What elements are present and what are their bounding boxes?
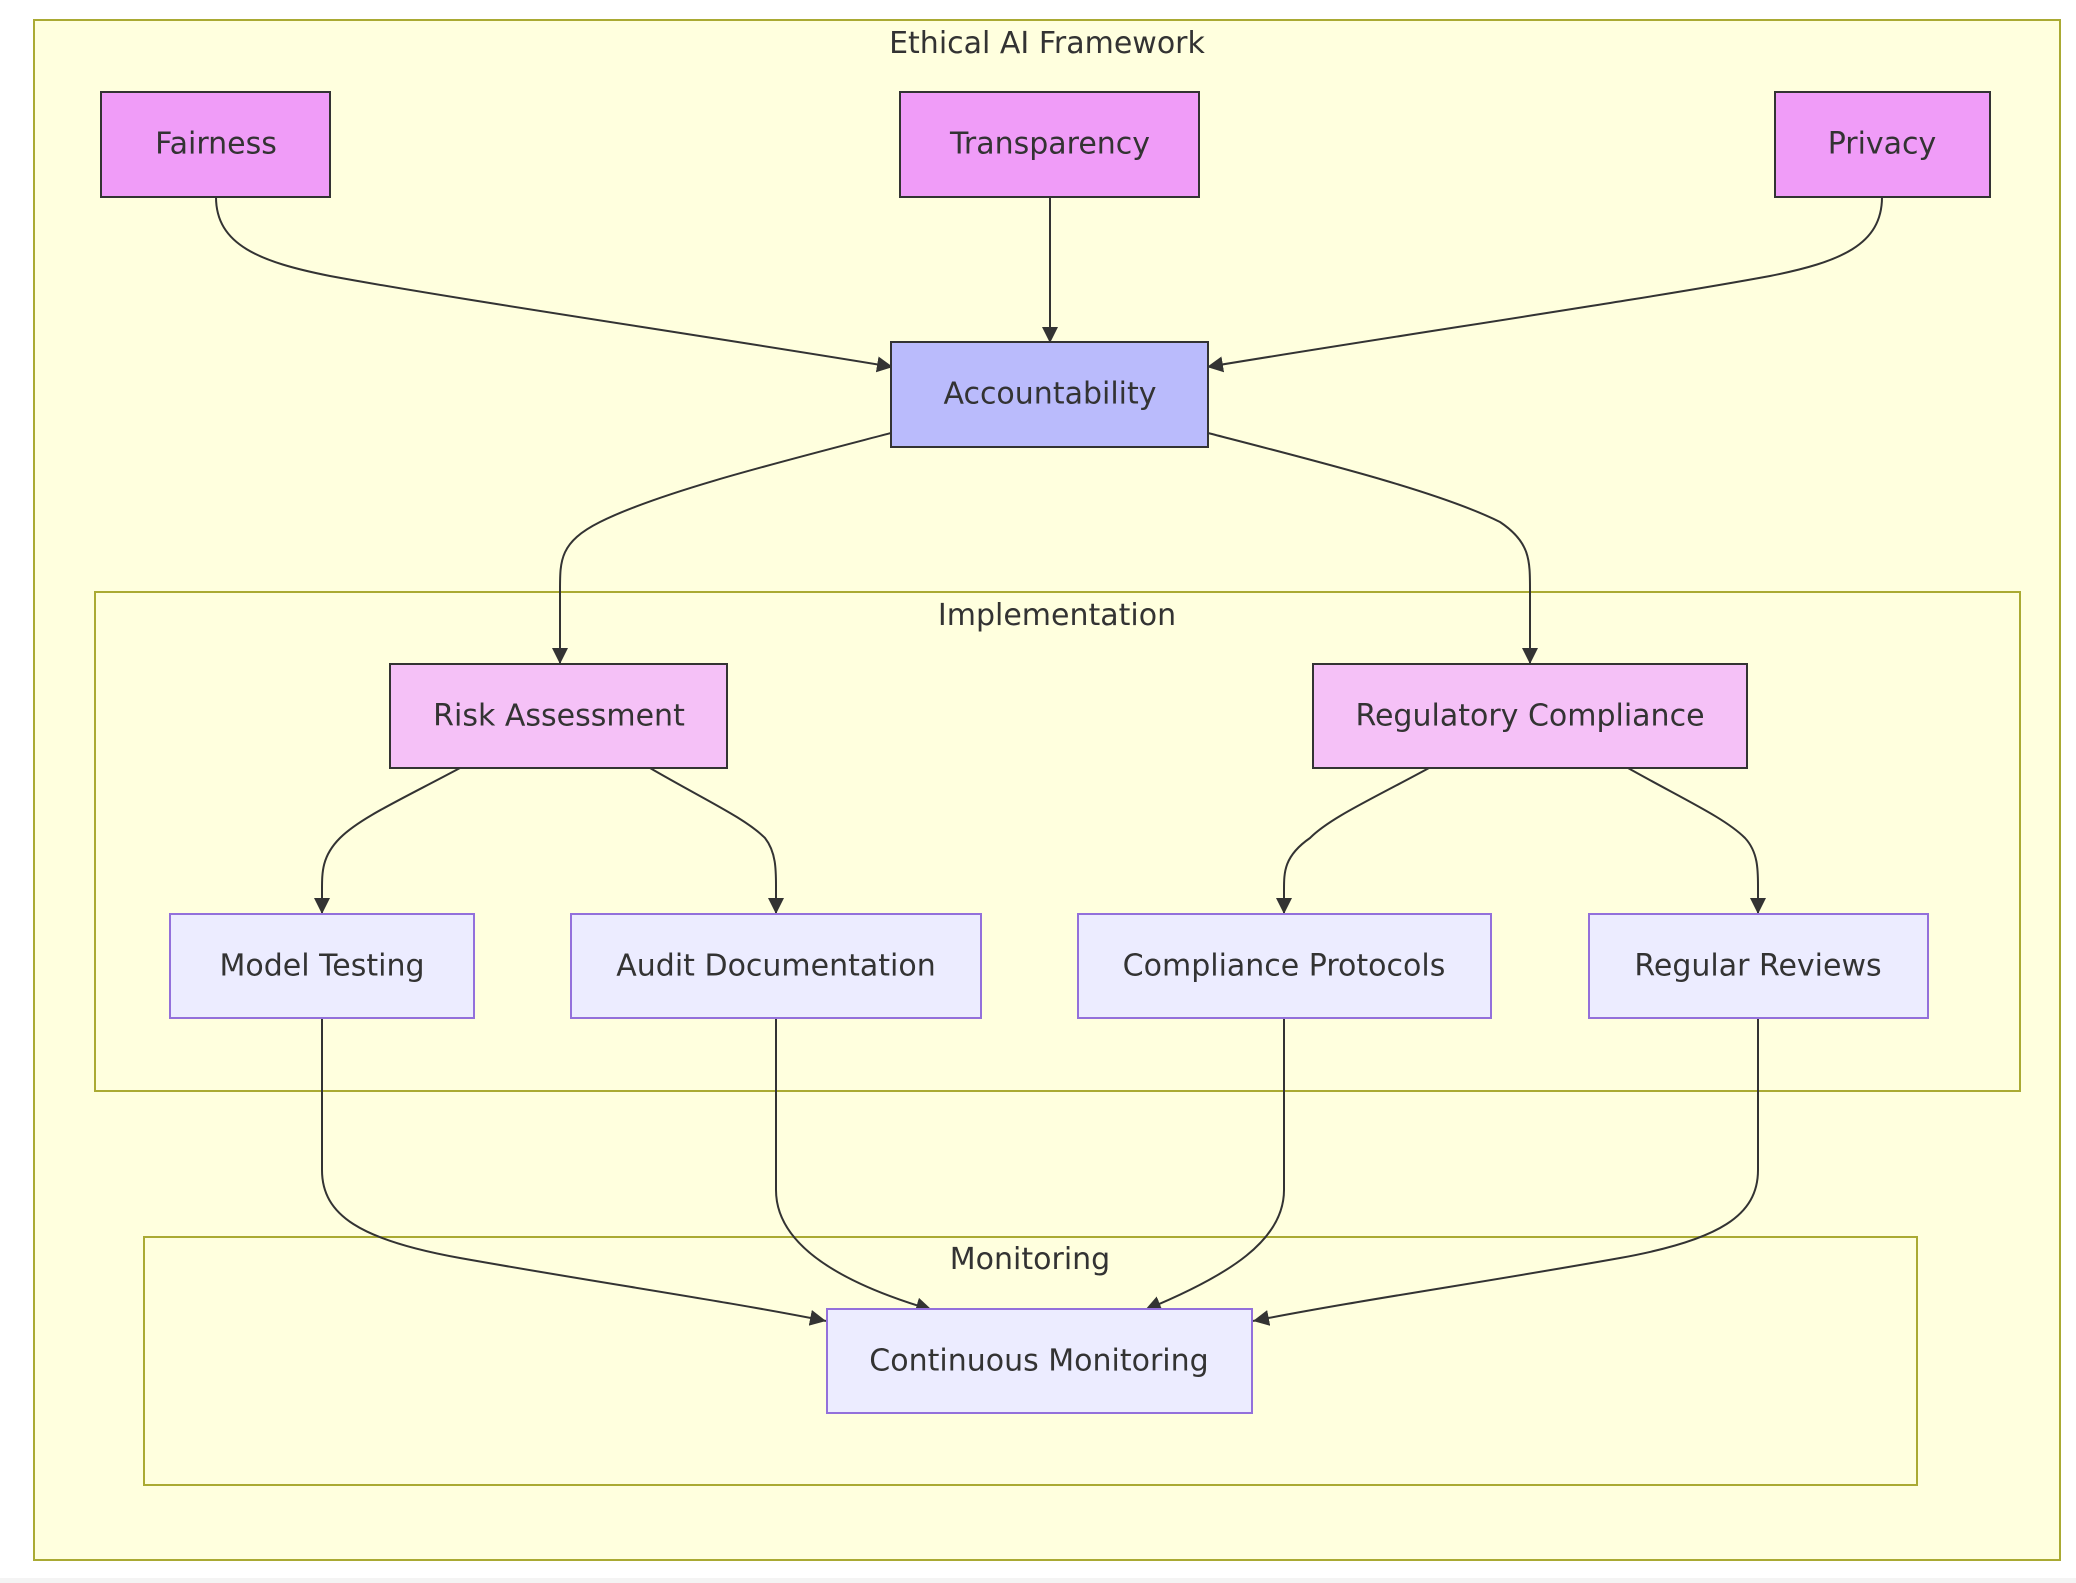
edge-risk-assessment-model-testing	[314, 767, 461, 914]
node-transparency[interactable]: Transparency	[899, 91, 1200, 198]
node-model-testing[interactable]: Model Testing	[169, 913, 475, 1019]
node-label-continuous-monitoring: Continuous Monitoring	[869, 1344, 1208, 1379]
edge-audit-documentation-continuous-monitoring	[775, 1018, 933, 1314]
edge-accountability-risk-assessment	[552, 432, 892, 664]
node-label-regulatory-compliance: Regulatory Compliance	[1355, 699, 1704, 734]
node-privacy[interactable]: Privacy	[1774, 91, 1991, 198]
node-risk-assessment[interactable]: Risk Assessment	[389, 663, 728, 769]
node-audit-documentation[interactable]: Audit Documentation	[570, 913, 982, 1019]
cluster-title-ethical-ai-framework: Ethical AI Framework	[889, 26, 1205, 61]
edge-risk-assessment-audit-documentation	[649, 767, 784, 914]
node-continuous-monitoring[interactable]: Continuous Monitoring	[826, 1308, 1253, 1414]
edge-privacy-accountability	[1206, 196, 1883, 373]
node-label-transparency: Transparency	[949, 127, 1150, 162]
node-regular-reviews[interactable]: Regular Reviews	[1588, 913, 1929, 1019]
edge-accountability-regulatory-compliance	[1207, 432, 1538, 664]
node-label-regular-reviews: Regular Reviews	[1634, 949, 1881, 984]
node-label-audit-documentation: Audit Documentation	[616, 949, 935, 984]
edge-regulatory-compliance-regular-reviews	[1627, 767, 1766, 914]
node-label-fairness: Fairness	[155, 127, 277, 162]
edge-regular-reviews-continuous-monitoring	[1252, 1018, 1759, 1326]
node-accountability[interactable]: Accountability	[890, 341, 1209, 448]
node-compliance-protocols[interactable]: Compliance Protocols	[1077, 913, 1492, 1019]
edge-regulatory-compliance-compliance-protocols	[1276, 767, 1430, 914]
cluster-title-implementation: Implementation	[938, 598, 1176, 633]
edge-model-testing-continuous-monitoring	[321, 1018, 827, 1326]
node-fairness[interactable]: Fairness	[100, 91, 331, 198]
cluster-title-monitoring: Monitoring	[950, 1242, 1110, 1277]
edge-compliance-protocols-continuous-monitoring	[1144, 1018, 1285, 1312]
node-label-privacy: Privacy	[1828, 127, 1937, 162]
node-label-model-testing: Model Testing	[219, 949, 424, 984]
edge-fairness-accountability	[215, 196, 894, 373]
node-label-risk-assessment: Risk Assessment	[433, 699, 685, 734]
node-label-compliance-protocols: Compliance Protocols	[1123, 949, 1446, 984]
node-regulatory-compliance[interactable]: Regulatory Compliance	[1312, 663, 1748, 769]
node-label-accountability: Accountability	[943, 377, 1156, 412]
edges	[215, 196, 1883, 1326]
